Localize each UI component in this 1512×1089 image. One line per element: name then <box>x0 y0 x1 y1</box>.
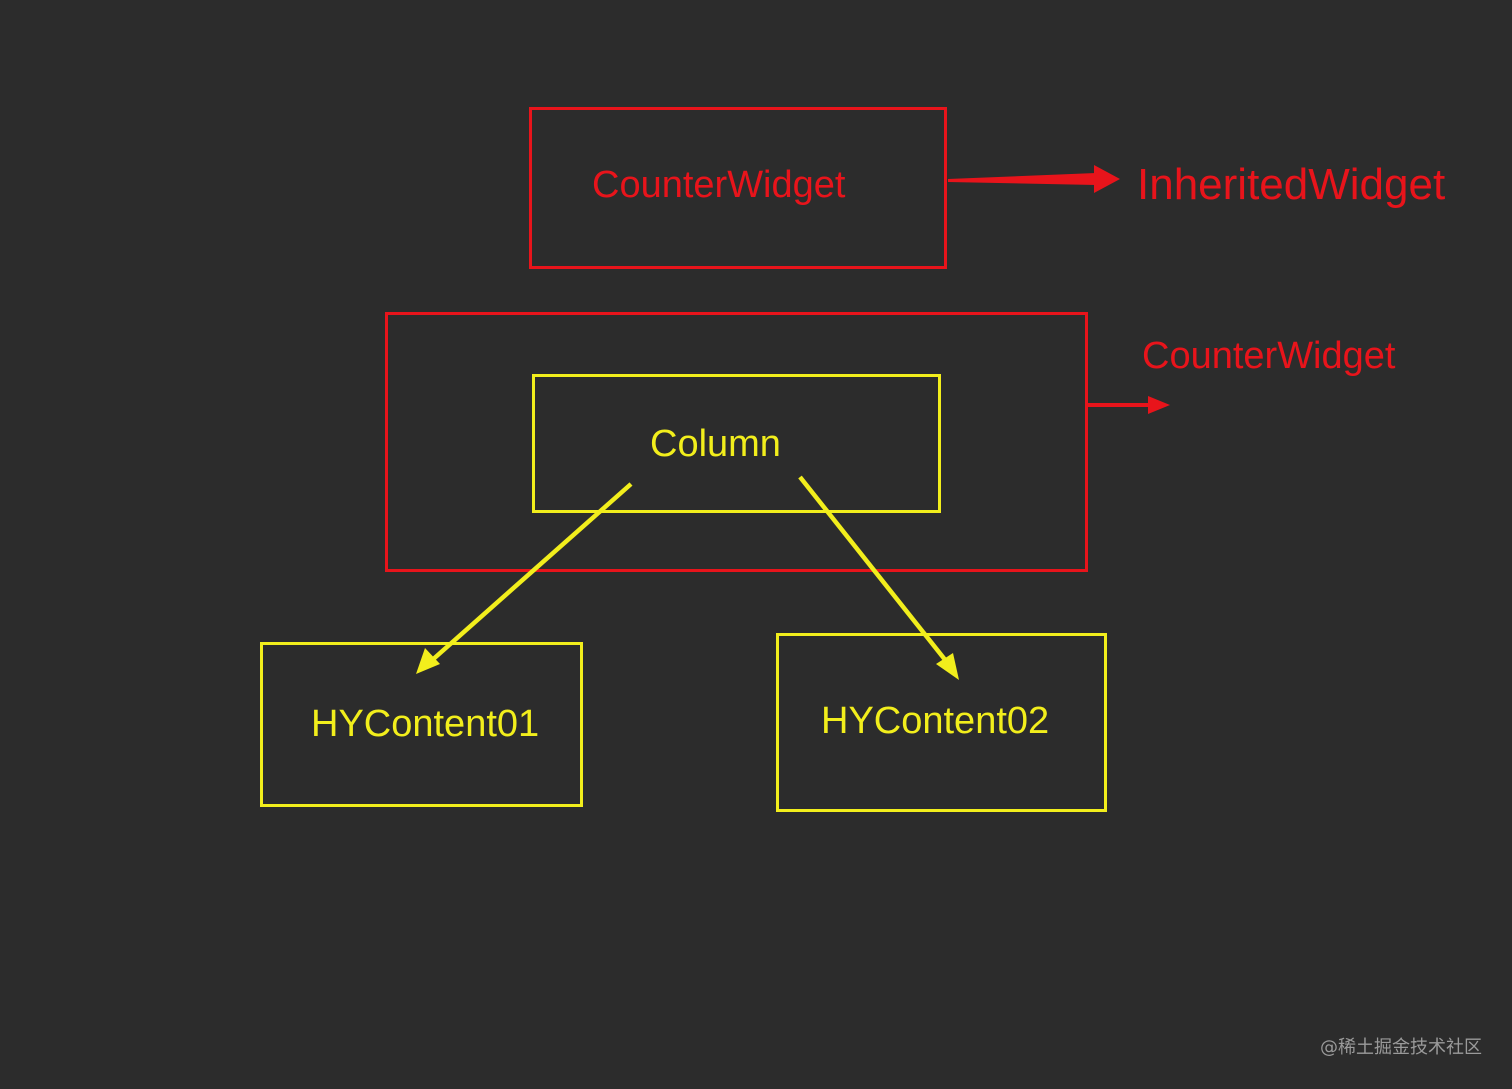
counter-widget-side-label: CounterWidget <box>1142 335 1396 377</box>
hycontent02-box <box>776 633 1107 812</box>
counter-widget-top-box <box>529 107 947 269</box>
hycontent02-label: HYContent02 <box>821 700 1050 742</box>
watermark-text: @稀土掘金技术社区 <box>1320 1037 1482 1058</box>
counter-widget-side-arrow <box>1088 396 1170 414</box>
column-box <box>532 374 941 513</box>
column-to-hycontent01-arrow <box>416 482 633 674</box>
counter-widget-top-label: CounterWidget <box>592 164 846 206</box>
hycontent01-label: HYContent01 <box>311 703 540 745</box>
inherited-arrow <box>948 165 1120 193</box>
column-label: Column <box>650 423 781 465</box>
counter-widget-outer-box <box>385 312 1088 572</box>
column-to-hycontent02-arrow <box>798 475 959 680</box>
inherited-widget-label: InheritedWidget <box>1137 160 1446 209</box>
hycontent01-box <box>260 642 583 807</box>
